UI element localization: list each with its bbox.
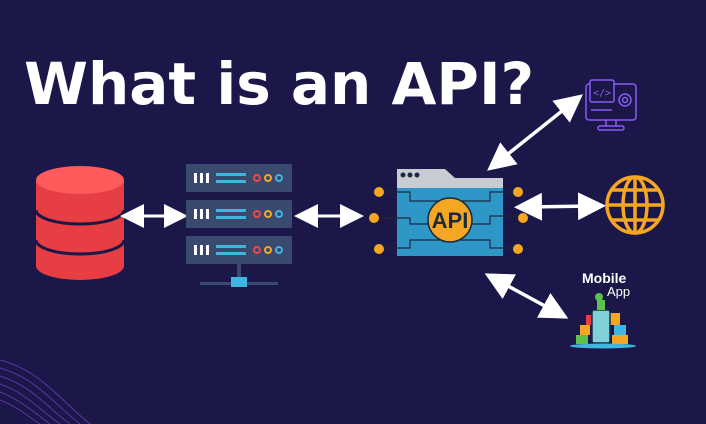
arrow-api-mobile (484, 273, 569, 319)
mobile-app-icon: Mobile App (570, 270, 636, 349)
developer-monitor-icon: </> (585, 79, 637, 131)
server-unit (186, 164, 292, 192)
globe-icon (605, 175, 665, 235)
arrow-api-web (514, 192, 606, 221)
database-icon (34, 166, 126, 280)
page-title: What is an API? (24, 50, 534, 118)
svg-text:</>: </> (593, 88, 611, 99)
server-stack-icon (186, 164, 292, 287)
app-label: App (607, 284, 630, 299)
mobile-label: Mobile (582, 270, 627, 286)
server-unit (186, 200, 292, 228)
arrow-api-developer (487, 94, 583, 171)
api-window-icon: API (369, 169, 528, 256)
server-unit (186, 236, 292, 264)
decorative-waves (0, 359, 91, 424)
api-label: API (432, 208, 469, 233)
